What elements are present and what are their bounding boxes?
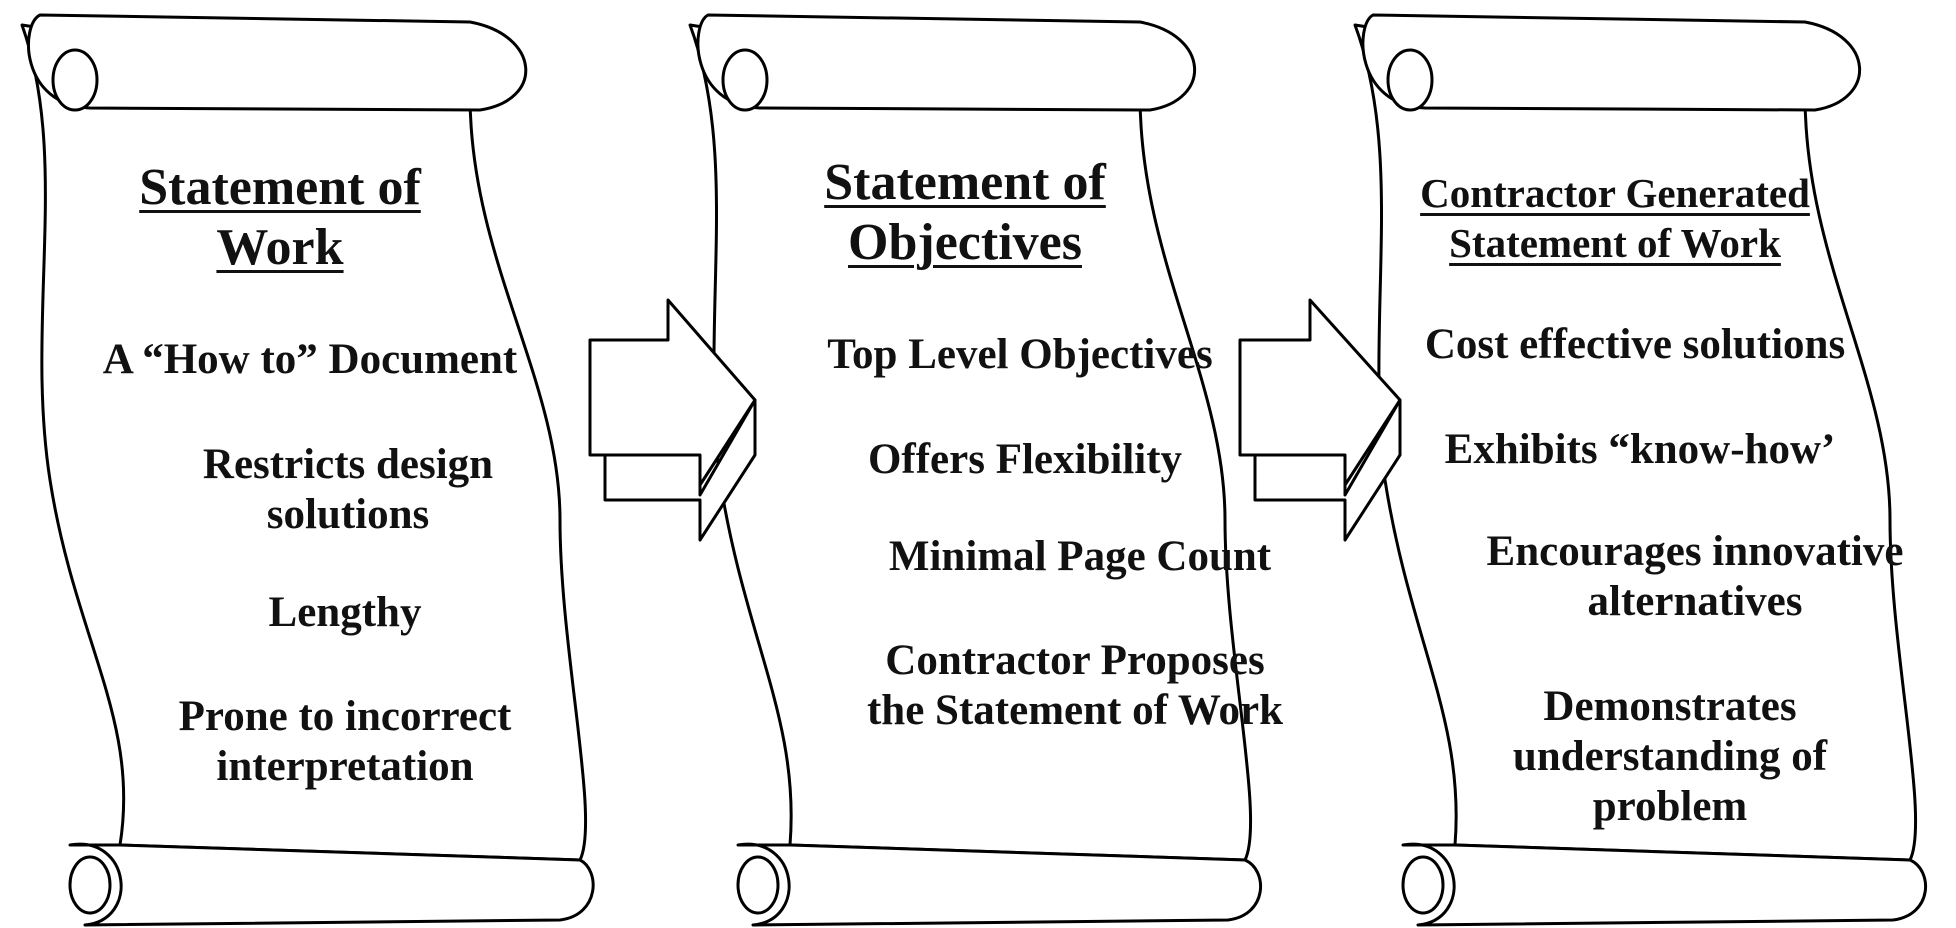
scroll-2-top-roll	[696, 13, 1197, 112]
scroll-1-bottom-curl	[68, 855, 112, 915]
scroll-1-item-1: A “How to” Document	[102, 336, 518, 383]
scroll-3-bottom-curl	[1401, 855, 1445, 915]
scroll-1-item-3: Lengthy	[268, 589, 422, 636]
arrow-1-front	[588, 298, 757, 487]
scroll-1-top-roll	[27, 13, 528, 112]
scroll-3-item-2: Exhibits “know-how’	[1444, 426, 1836, 473]
scroll-3-top-roll	[1361, 13, 1862, 112]
scroll-2-item-1: Top Level Objectives	[827, 331, 1213, 378]
scroll-1	[20, 13, 595, 927]
scroll-3-bottom-roll	[1401, 842, 1928, 927]
scroll-2	[688, 13, 1263, 927]
arrow-2	[1238, 298, 1402, 542]
scroll-3	[1353, 13, 1928, 927]
scroll-2-bottom-roll	[736, 842, 1263, 927]
arrow-2-front	[1238, 298, 1402, 487]
scroll-1-top-curl	[51, 48, 99, 112]
scroll-2-top-curl	[721, 48, 769, 112]
scroll-3-item-1: Cost effective solutions	[1424, 321, 1846, 368]
scroll-2-item-3: Minimal Page Count	[888, 533, 1272, 580]
scroll-3-top-curl	[1386, 48, 1434, 112]
scroll-1-bottom-roll	[68, 842, 595, 927]
scroll-2-bottom-curl	[736, 855, 780, 915]
arrow-1	[588, 298, 757, 542]
scroll-2-item-2: Offers Flexibility	[867, 436, 1183, 483]
